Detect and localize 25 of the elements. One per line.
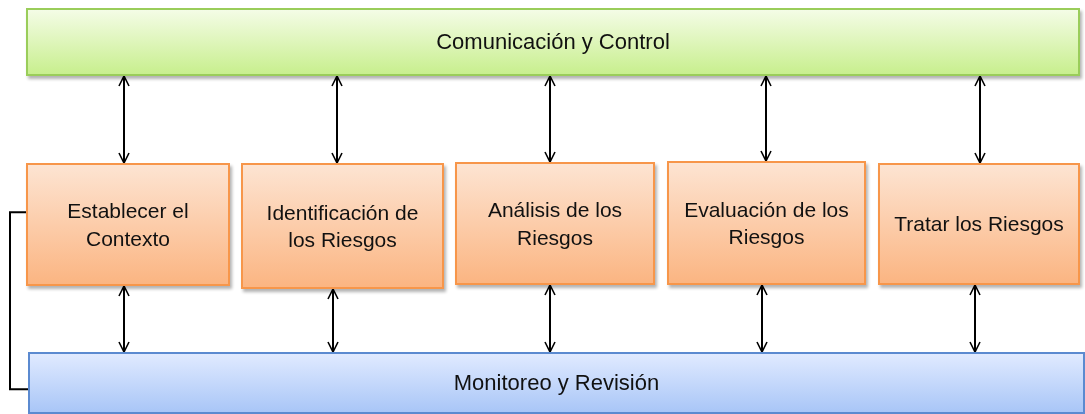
- box-label: Evaluación de los Riesgos: [683, 196, 850, 250]
- double-arrow: [544, 75, 556, 163]
- box-label: Identificación de los Riesgos: [265, 199, 420, 253]
- double-arrow: [118, 75, 130, 164]
- double-arrow: [760, 75, 772, 162]
- communication-bar: [26, 8, 1080, 76]
- box-label: Comunicación y Control: [436, 27, 670, 56]
- process-box: [241, 163, 444, 289]
- process-box: [667, 161, 866, 285]
- double-arrow: [756, 284, 768, 353]
- double-arrow: [544, 284, 556, 353]
- box-label: Tratar los Riesgos: [894, 211, 1064, 238]
- double-arrow: [331, 75, 343, 164]
- bracket-connector: [9, 211, 29, 391]
- double-arrow: [974, 75, 986, 164]
- double-arrow: [969, 284, 981, 353]
- box-label: Monitoreo y Revisión: [453, 368, 660, 397]
- process-box: [878, 163, 1080, 285]
- box-label: Análisis de los Riesgos: [486, 197, 624, 251]
- process-box: [26, 163, 230, 286]
- process-box: [455, 162, 655, 285]
- monitoring-bar: [28, 352, 1085, 414]
- double-arrow: [327, 288, 339, 353]
- box-label: Establecer el Contexto: [66, 198, 190, 252]
- double-arrow: [118, 285, 130, 353]
